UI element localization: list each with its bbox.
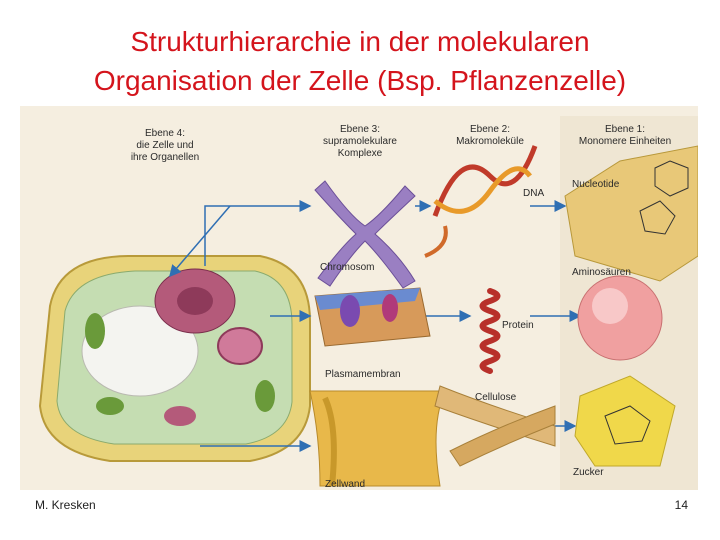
amino-acid-illustration (578, 276, 662, 360)
cellulose-label: Cellulose (475, 392, 516, 403)
level-1-title: Ebene 1: (560, 124, 690, 136)
title-line-1: Strukturhierarchie in der molekularen (0, 22, 720, 61)
slide-title: Strukturhierarchie in der molekularen Or… (0, 22, 720, 100)
plasma-membrane-label: Plasmamembran (325, 369, 401, 380)
plasma-membrane-illustration (315, 288, 430, 346)
protein-label: Protein (502, 320, 534, 331)
level-2-header: Ebene 2: Makromoleküle (440, 124, 540, 148)
level-4-title: Ebene 4: (105, 128, 225, 140)
cell-hierarchy-figure: Ebene 4: die Zelle und ihre Organellen E… (20, 106, 698, 490)
level-4-header: Ebene 4: die Zelle und ihre Organellen (105, 128, 225, 164)
level-3-line-3: Komplexe (310, 148, 410, 160)
plant-cell-illustration (40, 256, 310, 461)
cell-wall-illustration (310, 391, 445, 486)
cell-wall-label: Zellwand (325, 479, 365, 490)
level-1-header: Ebene 1: Monomere Einheiten (560, 124, 690, 148)
page-number: 14 (675, 498, 688, 512)
level-1-line-2: Monomere Einheiten (560, 136, 690, 148)
nucleotide-label: Nucleotide (572, 179, 619, 190)
chromosome-label: Chromosom (320, 262, 374, 273)
level-2-title: Ebene 2: (440, 124, 540, 136)
amino-acids-label: Aminosäuren (572, 267, 631, 278)
author-footer: M. Kresken (35, 498, 96, 512)
level-4-line-2: die Zelle und (105, 140, 225, 152)
level-3-line-2: supramolekulare (310, 136, 410, 148)
level-3-header: Ebene 3: supramolekulare Komplexe (310, 124, 410, 160)
level-3-title: Ebene 3: (310, 124, 410, 136)
level-4-line-3: ihre Organellen (105, 152, 225, 164)
level-2-line-2: Makromoleküle (440, 136, 540, 148)
sugar-label: Zucker (573, 467, 604, 478)
title-line-2: Organisation der Zelle (Bsp. Pflanzenzel… (0, 61, 720, 100)
dna-label: DNA (523, 188, 544, 199)
